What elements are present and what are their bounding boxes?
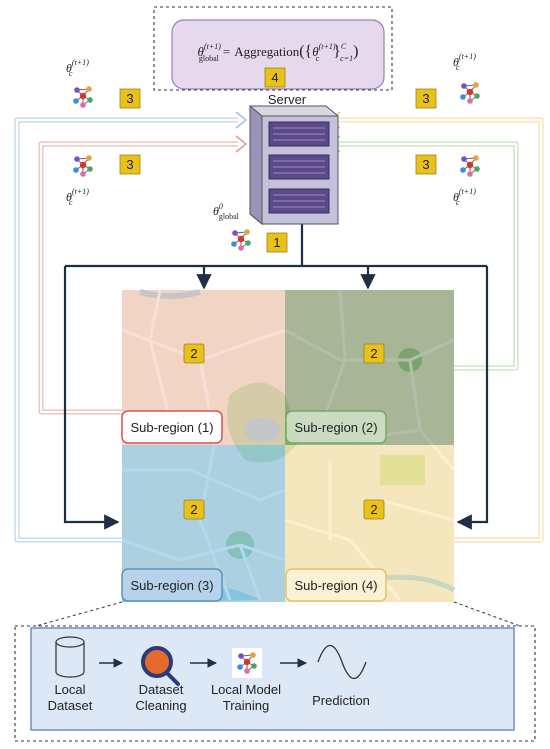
server-label: Server — [268, 92, 307, 107]
region-3: 2 Sub-region (3) — [121, 499, 223, 602]
broadcast-to-region-4 — [456, 266, 489, 530]
region-label: Sub-region (4) — [294, 578, 377, 593]
step-badge-local-training-text: 2 — [190, 346, 197, 361]
upload-arrows — [14, 111, 544, 543]
client-model-icon — [72, 154, 94, 178]
step-badge-local-training-text: 2 — [190, 502, 197, 517]
magnifier-icon — [141, 646, 173, 678]
aggregation-box — [171, 19, 385, 90]
global-model-icon — [230, 228, 252, 252]
database-icon — [55, 642, 85, 678]
server: Server — [249, 92, 339, 226]
step-badge-upload-text: 3 — [422, 91, 429, 106]
step-badge-local-training-text: 2 — [370, 346, 377, 361]
step-badge-local-training — [363, 499, 385, 520]
step-badge-local-training — [183, 343, 205, 364]
client-model-icon — [459, 81, 481, 105]
region-label-box — [121, 410, 223, 444]
region-label-box — [121, 568, 223, 602]
region-label-box — [285, 410, 387, 444]
client-model-symbol: θ(t+1)c — [453, 52, 476, 72]
region-2: 2 Sub-region (2) — [285, 343, 387, 444]
pipeline-step-label-line2: Training — [223, 698, 269, 713]
pipeline-step-prediction: Prediction — [312, 644, 370, 708]
client-model-symbol: θ(t+1)c — [66, 187, 89, 207]
step-badge-upload — [415, 154, 437, 175]
step-badge-aggregation — [264, 67, 286, 88]
region-4: 2 Sub-region (4) — [285, 499, 387, 602]
client-model-mid-left: θ(t+1)c 3 — [66, 154, 141, 207]
pipeline-panel — [30, 627, 515, 731]
step-badge-upload — [415, 88, 437, 109]
client-model-symbol: θ(t+1)c — [453, 187, 476, 207]
client-model-icon — [72, 85, 94, 109]
client-model-icon — [459, 154, 481, 178]
step-badge-upload-text: 3 — [126, 91, 133, 106]
region-label: Sub-region (2) — [294, 420, 377, 435]
aggregation-dashed-frame — [153, 6, 393, 91]
step-badge-upload — [119, 154, 141, 175]
client-model-mid-right: θ(t+1)c 3 — [415, 154, 481, 207]
step-badge-local-training — [183, 499, 205, 520]
pipeline-step-local-dataset: Local Dataset — [48, 636, 93, 713]
city-map — [121, 289, 456, 603]
broadcast-arrows — [63, 224, 489, 530]
sine-wave-icon — [317, 644, 367, 680]
step-badge-aggregation-text: 4 — [271, 70, 278, 85]
step-badge-local-training-text: 2 — [370, 502, 377, 517]
pipeline-step-label-line2: Cleaning — [135, 698, 186, 713]
pipeline-step-dataset-cleaning: Dataset Cleaning — [135, 646, 187, 713]
step-badge-broadcast-text: 1 — [273, 235, 280, 250]
client-model-top-left: θ(t+1)c 3 — [66, 58, 141, 109]
step-badge-broadcast — [266, 232, 288, 253]
zoom-connector-lines — [35, 601, 521, 627]
pipeline-step-label-line1: Local Model — [211, 682, 281, 697]
region-label: Sub-region (1) — [130, 420, 213, 435]
pipeline-step-label-line1: Local — [54, 682, 85, 697]
broadcast-to-region-3 — [63, 266, 120, 530]
pipeline-dashed-frame — [14, 625, 536, 742]
step-badge-local-training — [363, 343, 385, 364]
region-1: 2 Sub-region (1) — [121, 343, 223, 444]
client-model-top-right: θ(t+1)c 3 — [415, 52, 481, 109]
pipeline-step-label-line1: Dataset — [139, 682, 184, 697]
region-label: Sub-region (3) — [130, 578, 213, 593]
step-badge-upload-text: 3 — [422, 157, 429, 172]
region-label-box — [285, 568, 387, 602]
step-badge-upload-text: 3 — [126, 157, 133, 172]
pipeline-step-label-line2: Dataset — [48, 698, 93, 713]
client-model-symbol: θ(t+1)c — [66, 58, 89, 78]
pipeline-step-local-model-training: Local Model Training — [211, 648, 281, 713]
pipeline-step-label-line1: Prediction — [312, 693, 370, 708]
step-badge-upload — [119, 88, 141, 109]
